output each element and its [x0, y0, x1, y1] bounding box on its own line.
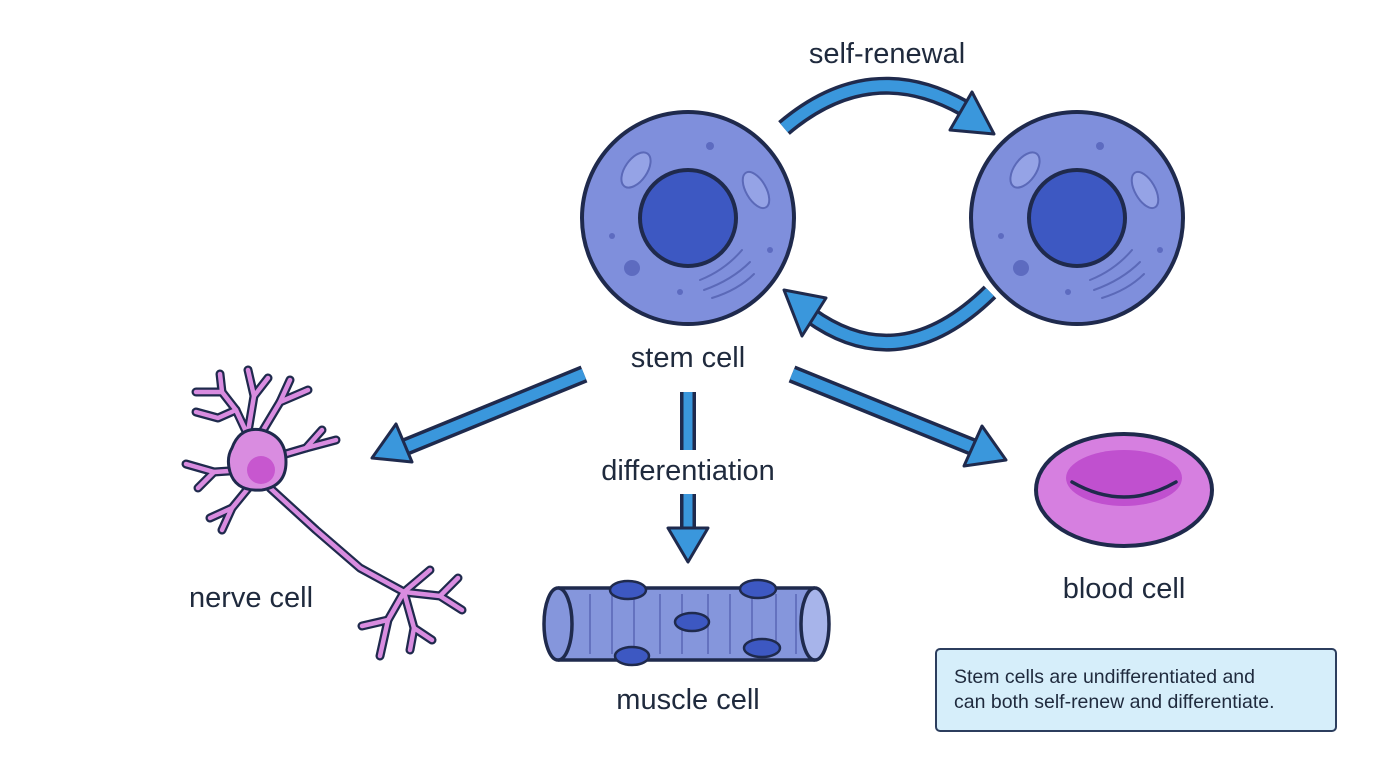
- summary-note-line-2: can both self-renew and differentiate.: [954, 691, 1275, 713]
- arrow-to-nerve-cell: [370, 365, 588, 464]
- blood-cell: [1034, 432, 1214, 548]
- arrow-to-blood-cell: [788, 365, 1008, 468]
- self-renewal-label: self-renewal: [809, 38, 965, 70]
- stem-cell-nucleus: [638, 168, 738, 268]
- arrow-to-muscle-cell: [666, 392, 710, 564]
- stem-cell: [580, 110, 796, 326]
- summary-note: Stem cells are undifferentiated and can …: [935, 648, 1337, 732]
- nerve-cell-nucleus: [247, 456, 275, 484]
- summary-note-line-1: Stem cells are undifferentiated and: [954, 666, 1255, 688]
- nerve-cell: [181, 365, 467, 661]
- differentiation-label: differentiation: [601, 455, 775, 487]
- muscle-cell-label: muscle cell: [616, 684, 759, 716]
- blood-cell-label: blood cell: [1063, 573, 1186, 605]
- golgi-icon: [699, 249, 755, 299]
- stem-cell-label: stem cell: [631, 342, 745, 374]
- stem-cell-copy: [969, 110, 1185, 326]
- muscle-cell: [542, 578, 831, 667]
- self-renewal-arrow-bottom: [782, 285, 997, 352]
- self-renewal-arrow-top: [778, 76, 996, 136]
- nerve-cell-label: nerve cell: [189, 582, 313, 614]
